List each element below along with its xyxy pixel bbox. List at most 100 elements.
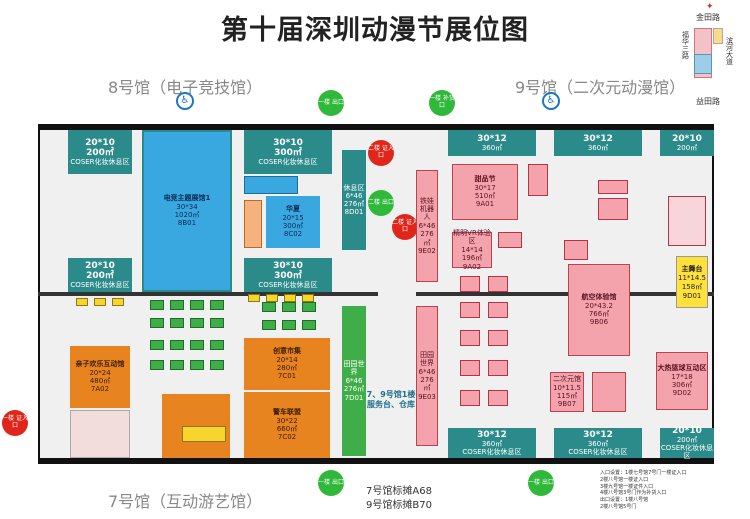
booth[interactable] — [170, 340, 184, 350]
booth[interactable] — [150, 300, 164, 310]
booth-yellow[interactable] — [302, 294, 314, 302]
zone-coser9-d[interactable]: 30*12 360㎡ COSER化妆休息区 — [448, 428, 536, 458]
zone-huaxia[interactable]: 华夏 20*15 300㎡ 8C02 — [266, 196, 320, 248]
zone-stage[interactable]: 主舞台 11*14.5 158㎡ 9D01 — [676, 256, 708, 308]
booth-pink[interactable] — [598, 198, 628, 220]
booth[interactable] — [210, 340, 224, 350]
zone-field-9[interactable]: 田园世界 6*46 276㎡ 9E03 — [416, 306, 438, 446]
booth-yellow[interactable] — [182, 426, 226, 442]
zone-dessert[interactable]: 甜品节 30*17 510㎡ 9A01 — [452, 164, 518, 220]
entry-upper[interactable]: 二楼 证入口 — [368, 140, 394, 166]
booth-pink[interactable] — [488, 330, 508, 346]
zone-9b08[interactable] — [592, 372, 626, 412]
booth-pink[interactable] — [460, 276, 480, 292]
zone-basketball[interactable]: 大热篮球互动区 17*18 306㎡ 9D02 — [656, 352, 708, 410]
booth[interactable] — [282, 320, 296, 330]
zone-coser9-c[interactable]: 20*10 200㎡ — [660, 130, 714, 156]
zone-name: 航空体验馆 — [581, 293, 617, 302]
booth-pink[interactable] — [488, 276, 508, 292]
zone-area: 200㎡ — [86, 147, 114, 158]
booth-pink[interactable] — [528, 164, 548, 196]
exit-mid[interactable]: 二楼 出口 — [368, 190, 394, 216]
booth-pink[interactable] — [668, 196, 706, 246]
booth[interactable] — [262, 302, 276, 312]
booth[interactable] — [210, 360, 224, 370]
booth-yellow[interactable] — [248, 294, 260, 302]
zone-aero[interactable]: 航空体验馆 20*43.2 766㎡ 9B06 — [568, 264, 630, 356]
booth-pink[interactable] — [460, 390, 480, 406]
page-title: 第十届深圳动漫节展位图 — [221, 15, 529, 46]
booth[interactable] — [170, 318, 184, 328]
booth[interactable] — [302, 302, 316, 312]
booth-pink[interactable] — [460, 302, 480, 318]
zone-creative[interactable]: 创意市集 20*14 280㎡ 7C01 — [244, 338, 330, 390]
zone-coser-ml[interactable]: 20*10 200㎡ COSER化妆休息区 — [68, 258, 132, 292]
booth-yellow[interactable] — [112, 298, 124, 306]
zone-size: 20*15 — [282, 213, 304, 222]
zone-name: 大热篮球互动区 — [657, 364, 707, 373]
zone-size: 30*12 — [477, 429, 507, 440]
booth-yellow[interactable] — [284, 294, 296, 302]
booth[interactable] — [190, 318, 204, 328]
booth-yellow[interactable] — [266, 294, 278, 302]
booth[interactable] — [210, 318, 224, 328]
zone-anime2[interactable]: 二次元馆 10*11.5 115㎡ 9B07 — [550, 372, 584, 412]
exit-south-right[interactable]: 一楼 出口 — [528, 470, 554, 496]
zone-coser9-f[interactable]: 20*10 200㎡ COSER化妆休息区 — [660, 426, 714, 461]
zone-alliance[interactable]: 警车联盟 30*22 660㎡ 7C02 — [244, 392, 330, 458]
zone-vr[interactable]: 精明VR体验区 14*14 196㎡ 9A02 — [452, 229, 492, 271]
exit-south-left[interactable]: 一楼 出口 — [318, 470, 344, 496]
booth[interactable] — [190, 300, 204, 310]
zone-coser-mm[interactable]: 30*10 300㎡ COSER化妆休息区 — [244, 258, 332, 292]
zone-coser-tm[interactable]: 30*10 300㎡ COSER化妆休息区 — [244, 130, 332, 174]
booth-pink[interactable] — [460, 330, 480, 346]
exit-north-right[interactable]: 一楼 补货口 — [429, 90, 455, 116]
zone-rest[interactable]: 休息区 6*46 276㎡ 8D01 — [342, 150, 366, 250]
zone-parent[interactable]: 亲子欢乐互动馆 20*24 480㎡ 7A02 — [70, 346, 130, 408]
zone-size: 30*22 — [276, 416, 298, 425]
booth-yellow[interactable] — [94, 298, 106, 306]
zone-esports[interactable]: 电竞主题展馆1 30*34 1020㎡ 8B01 — [142, 130, 232, 292]
zone-name: 警车联盟 — [273, 408, 301, 417]
zone-area: 300㎡ — [274, 147, 302, 158]
zone-name: 铁娃机器人 — [420, 196, 434, 222]
booth[interactable] — [190, 340, 204, 350]
zone-field-7[interactable]: 田园世界 6*46 276㎡ 7D01 — [342, 306, 366, 456]
booth-pink[interactable] — [598, 180, 628, 194]
booth-pink[interactable] — [498, 232, 522, 248]
booth-pink[interactable] — [460, 360, 480, 376]
entry-mid[interactable]: 二楼 证入口 — [392, 214, 418, 240]
zone-code: 9B06 — [589, 318, 609, 327]
divider-7-8 — [38, 292, 378, 296]
booth[interactable] — [262, 320, 276, 330]
booth[interactable] — [150, 318, 164, 328]
booth[interactable] — [210, 300, 224, 310]
zone-size: 20*43.2 — [585, 301, 613, 310]
booth[interactable] — [302, 320, 316, 330]
booth-pink[interactable] — [488, 302, 508, 318]
entry-left[interactable]: 一楼 证入口 — [2, 410, 28, 436]
zone-area: 360㎡ — [587, 440, 609, 449]
zone-coser-tl[interactable]: 20*10 200㎡ COSER化妆休息区 — [68, 130, 132, 174]
booth-pink[interactable] — [488, 390, 508, 406]
zone-coser9-b[interactable]: 30*12 360㎡ — [554, 130, 642, 156]
booth[interactable] — [170, 300, 184, 310]
zone-name: COSER化妆休息区 — [70, 281, 130, 290]
accessible-icon: ♿ — [176, 92, 194, 110]
booth[interactable] — [150, 340, 164, 350]
zone-coser9-a[interactable]: 30*12 360㎡ — [448, 130, 536, 156]
zone-area: 276㎡ — [420, 230, 434, 247]
booth[interactable] — [170, 360, 184, 370]
booth-pink[interactable] — [488, 360, 508, 376]
booth-yellow[interactable] — [76, 298, 88, 306]
zone-name: COSER化妆休息区 — [660, 444, 714, 461]
zone-coser9-e[interactable]: 30*12 360㎡ COSER化妆休息区 — [554, 428, 642, 458]
zone-name: 电竞主题展馆1 — [163, 194, 211, 203]
booth-pink[interactable] — [564, 240, 588, 260]
booth[interactable] — [190, 360, 204, 370]
zone-robot[interactable]: 铁娃机器人 6*46 276㎡ 9E02 — [416, 170, 438, 282]
booth[interactable] — [150, 360, 164, 370]
zone-area: 196㎡ — [461, 254, 483, 263]
booth[interactable] — [282, 302, 296, 312]
exit-north-left[interactable]: 一楼 出口 — [318, 90, 344, 116]
